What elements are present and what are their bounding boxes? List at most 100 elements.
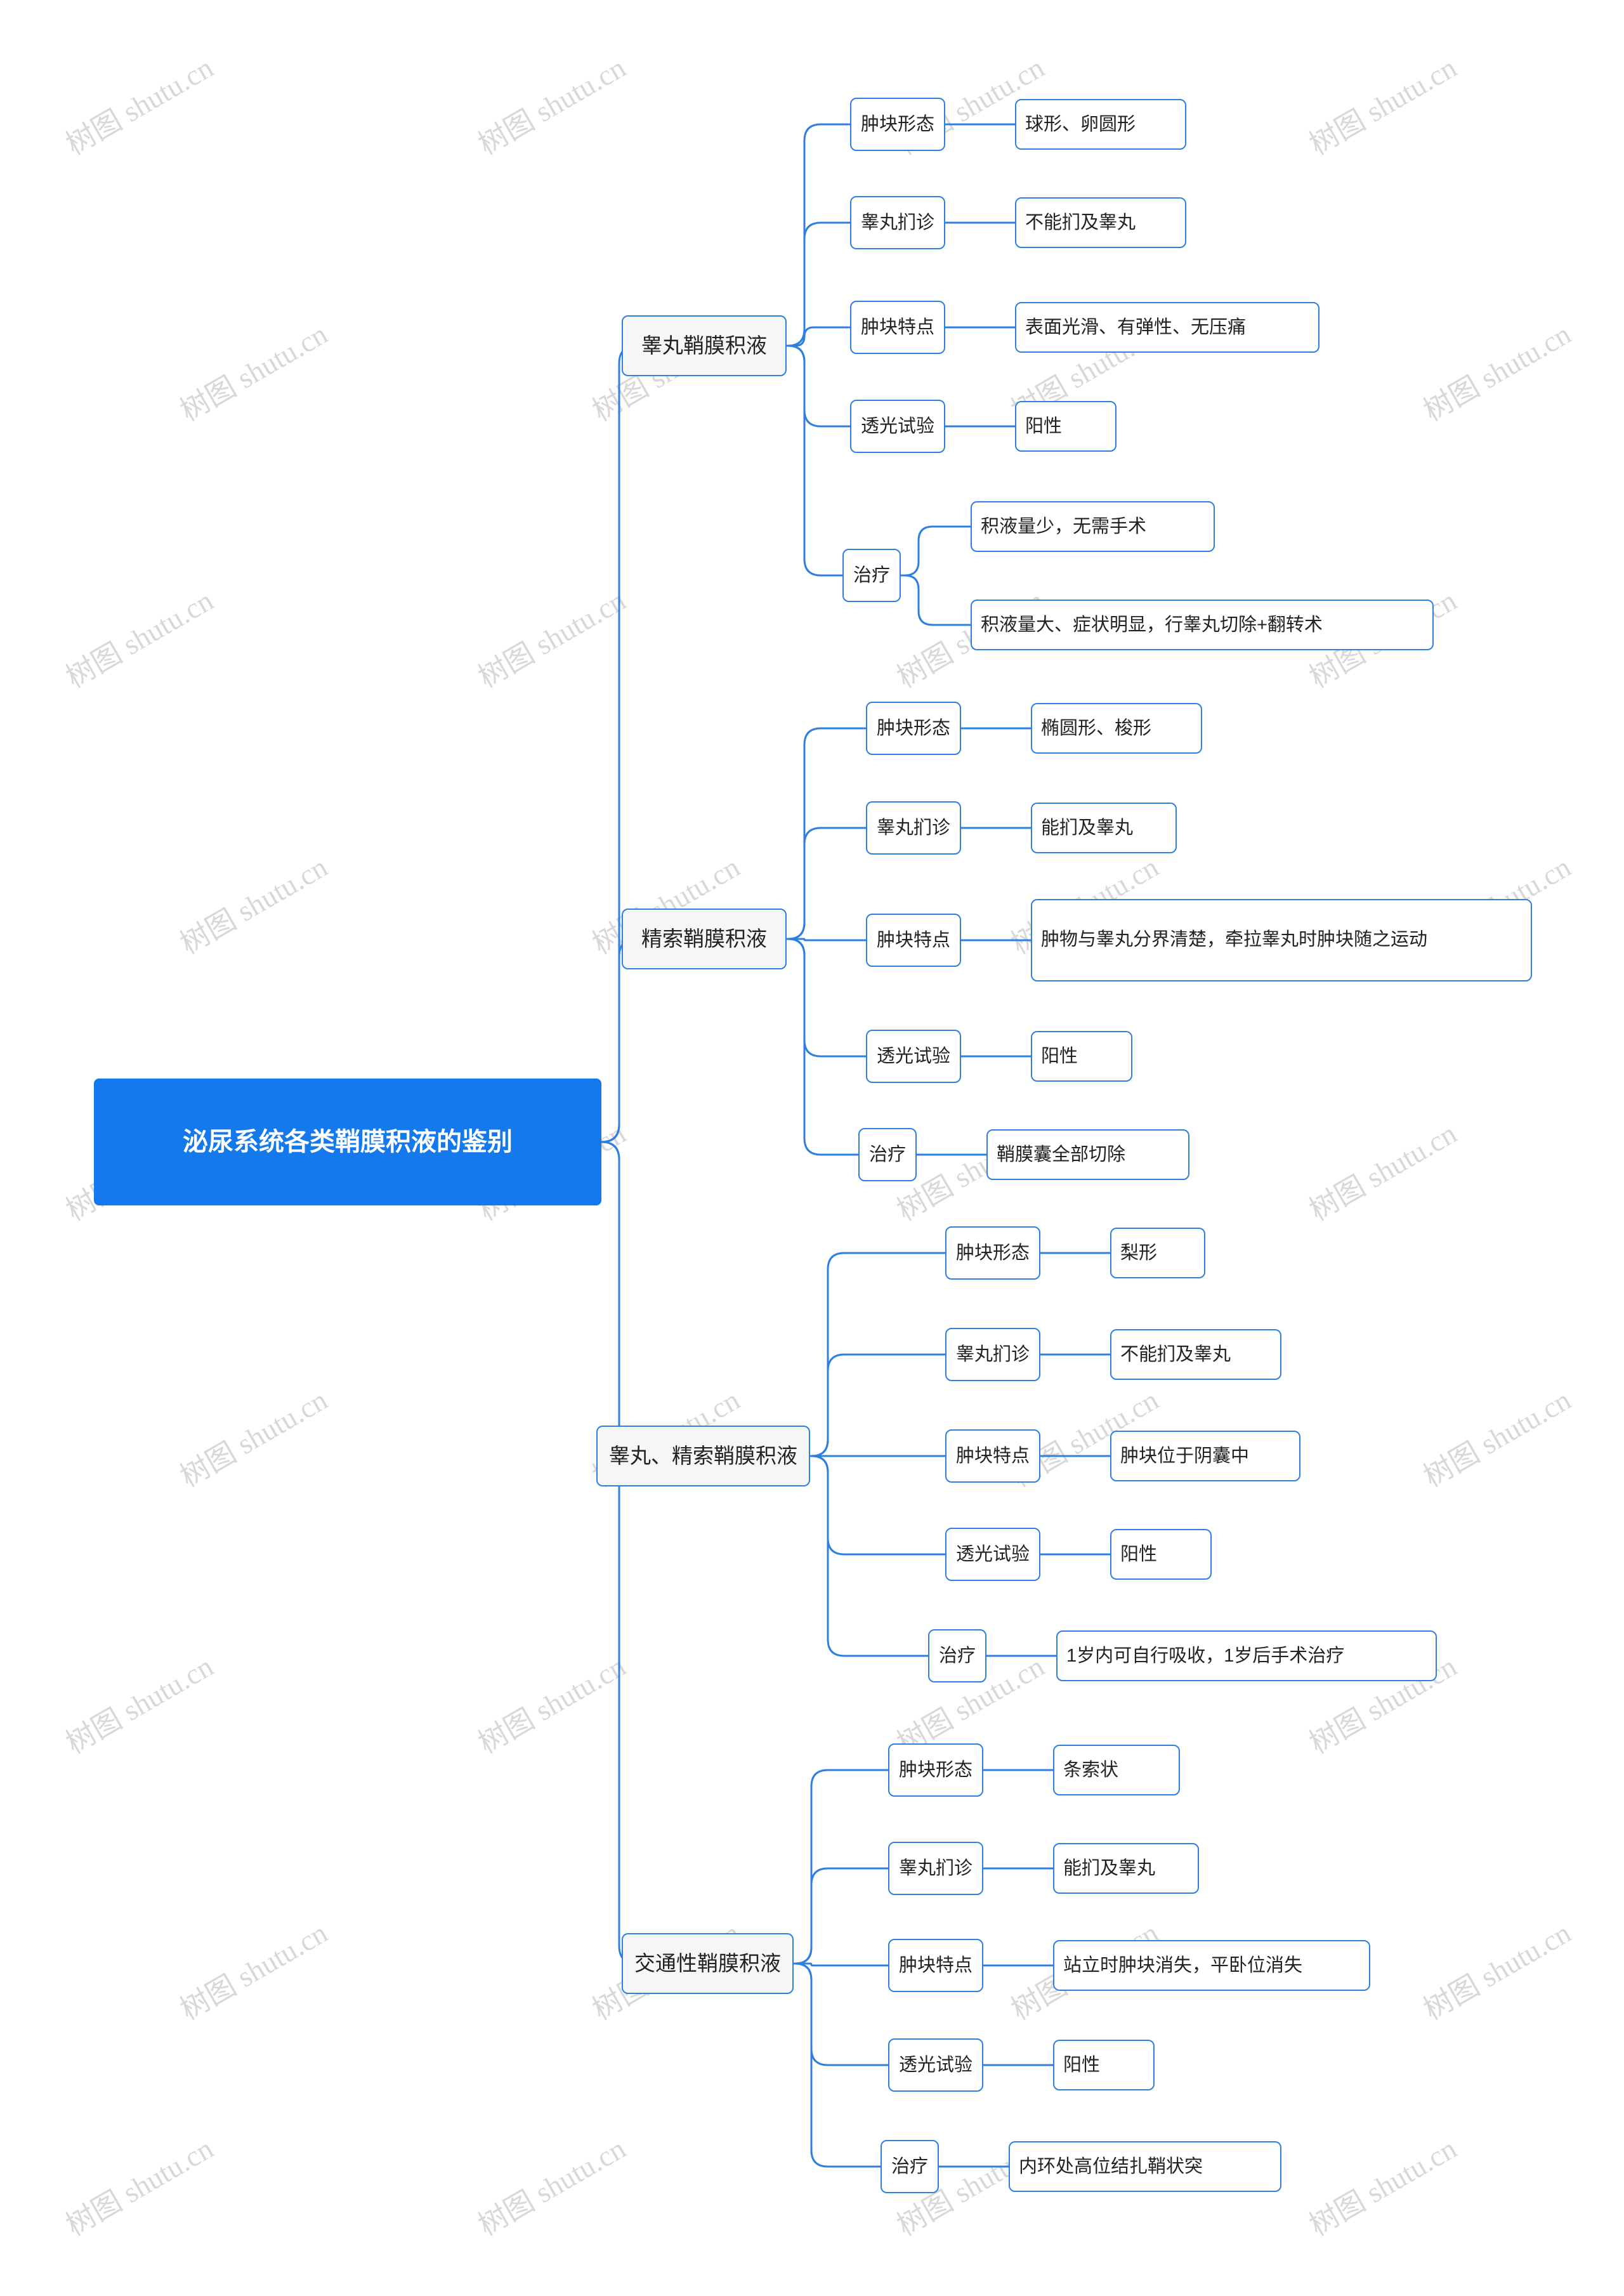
attribute-node-1-2-label: 睾丸扪诊	[860, 212, 934, 233]
watermark-text: 树图 shutu.cn	[174, 850, 333, 961]
watermark-text: 树图 shutu.cn	[1418, 317, 1576, 428]
connector	[787, 344, 850, 428]
category-node-1[interactable]: 睾丸鞘膜积液	[622, 315, 787, 376]
attribute-node-1-1-label: 肿块形态	[860, 114, 934, 134]
root-node[interactable]: 泌尿系统各类鞘膜积液的鉴别	[94, 1079, 601, 1205]
attribute-node-2-3[interactable]: 肿块特点	[866, 914, 961, 967]
category-node-4-label: 交通性鞘膜积液	[634, 1952, 781, 1976]
value-node-2-2[interactable]: 能扪及睾丸	[1031, 803, 1177, 853]
attribute-node-3-4-label: 透光试验	[955, 1544, 1030, 1565]
value-node-2-3[interactable]: 肿物与睾丸分界清楚，牵拉睾丸时肿块随之运动	[1031, 899, 1532, 981]
value-node-3-2[interactable]: 不能扪及睾丸	[1110, 1329, 1281, 1380]
watermark-text: 树图 shutu.cn	[473, 584, 631, 694]
value-node-3-4-label: 阳性	[1120, 1544, 1158, 1565]
attribute-node-1-2[interactable]: 睾丸扪诊	[850, 196, 945, 249]
attribute-node-2-5[interactable]: 治疗	[858, 1128, 917, 1181]
value-node-1-5-1[interactable]: 积液量少，无需手术	[971, 501, 1215, 552]
watermark-text: 树图 shutu.cn	[473, 1650, 631, 1760]
attribute-node-3-3[interactable]: 肿块特点	[945, 1429, 1040, 1483]
value-node-4-3[interactable]: 站立时肿块消失，平卧位消失	[1053, 1940, 1370, 1991]
connector	[810, 1252, 945, 1457]
attribute-node-3-3-label: 肿块特点	[955, 1445, 1030, 1466]
category-node-1-label: 睾丸鞘膜积液	[641, 334, 767, 358]
value-node-1-3[interactable]: 表面光滑、有弹性、无压痛	[1015, 302, 1320, 353]
attribute-node-3-5[interactable]: 治疗	[928, 1629, 986, 1683]
watermark-text: 树图 shutu.cn	[60, 2132, 219, 2242]
value-node-3-5-label: 1岁内可自行吸收，1岁后手术治疗	[1066, 1645, 1345, 1666]
value-node-4-1-label: 条索状	[1063, 1759, 1119, 1780]
attribute-node-2-4[interactable]: 透光试验	[866, 1030, 961, 1083]
attribute-node-2-2[interactable]: 睾丸扪诊	[866, 801, 961, 855]
category-node-3-label: 睾丸、精索鞘膜积液	[609, 1444, 797, 1468]
value-node-4-2[interactable]: 能扪及睾丸	[1053, 1843, 1199, 1894]
value-node-2-4[interactable]: 阳性	[1031, 1031, 1132, 1082]
attribute-node-4-2-label: 睾丸扪诊	[898, 1858, 972, 1879]
value-node-4-5-label: 内环处高位结扎鞘状突	[1019, 2156, 1203, 2177]
attribute-node-4-2[interactable]: 睾丸扪诊	[888, 1842, 983, 1895]
value-node-1-5-2[interactable]: 积液量大、症状明显，行睾丸切除+翻转术	[971, 600, 1434, 650]
attribute-node-3-4[interactable]: 透光试验	[945, 1528, 1040, 1581]
attribute-node-4-4[interactable]: 透光试验	[888, 2038, 983, 2092]
value-node-4-1[interactable]: 条索状	[1053, 1745, 1180, 1795]
connector	[810, 1455, 945, 1556]
value-node-1-1[interactable]: 球形、卵圆形	[1015, 99, 1186, 150]
value-node-3-4[interactable]: 阳性	[1110, 1529, 1212, 1580]
attribute-node-2-5-label: 治疗	[868, 1144, 906, 1165]
connector	[601, 938, 638, 1143]
watermark-text: 树图 shutu.cn	[1418, 1383, 1576, 1493]
attribute-node-4-1[interactable]: 肿块形态	[888, 1743, 983, 1797]
value-node-4-5[interactable]: 内环处高位结扎鞘状突	[1009, 2141, 1281, 2192]
value-node-3-1[interactable]: 梨形	[1110, 1228, 1205, 1278]
connector	[794, 1867, 888, 1965]
attribute-node-1-3[interactable]: 肿块特点	[850, 301, 945, 354]
attribute-node-4-5-label: 治疗	[891, 2156, 928, 2177]
attribute-node-3-1-label: 肿块形态	[955, 1242, 1030, 1263]
connector	[787, 938, 866, 1058]
attribute-node-2-2-label: 睾丸扪诊	[876, 817, 950, 838]
value-node-1-4-label: 阳性	[1025, 416, 1063, 436]
value-node-2-4-label: 阳性	[1041, 1046, 1078, 1066]
value-node-3-3-label: 肿块位于阴囊中	[1120, 1445, 1250, 1466]
value-node-3-3[interactable]: 肿块位于阴囊中	[1110, 1431, 1300, 1481]
attribute-node-1-5[interactable]: 治疗	[842, 549, 901, 602]
attribute-node-4-3[interactable]: 肿块特点	[888, 1939, 983, 1992]
attribute-node-4-5[interactable]: 治疗	[881, 2140, 939, 2193]
value-node-4-3-label: 站立时肿块消失，平卧位消失	[1063, 1955, 1303, 1976]
value-node-1-5-1-label: 积液量少，无需手术	[981, 516, 1147, 537]
connector	[601, 344, 638, 1143]
value-node-3-5[interactable]: 1岁内可自行吸收，1岁后手术治疗	[1056, 1630, 1437, 1681]
attribute-node-3-2[interactable]: 睾丸扪诊	[945, 1328, 1040, 1381]
attribute-node-3-1[interactable]: 肿块形态	[945, 1226, 1040, 1280]
attribute-node-3-5-label: 治疗	[938, 1645, 976, 1666]
attribute-node-4-3-label: 肿块特点	[898, 1955, 972, 1976]
connector	[787, 344, 842, 577]
connector	[787, 938, 866, 941]
connector	[794, 1962, 888, 2066]
attribute-node-1-1[interactable]: 肿块形态	[850, 98, 945, 151]
attribute-node-3-2-label: 睾丸扪诊	[955, 1344, 1030, 1365]
category-node-2[interactable]: 精索鞘膜积液	[622, 909, 787, 969]
connector	[787, 221, 850, 347]
watermark-text: 树图 shutu.cn	[473, 2132, 631, 2242]
attribute-node-1-5-label: 治疗	[853, 565, 890, 586]
connector	[794, 1962, 888, 1967]
value-node-1-2[interactable]: 不能扪及睾丸	[1015, 197, 1186, 248]
value-node-2-5[interactable]: 鞘膜囊全部切除	[986, 1129, 1189, 1180]
attribute-node-1-4[interactable]: 透光试验	[850, 400, 945, 453]
watermark-text: 树图 shutu.cn	[174, 317, 333, 428]
category-node-4[interactable]: 交通性鞘膜积液	[622, 1933, 794, 1994]
attribute-node-1-3-label: 肿块特点	[860, 317, 934, 338]
value-node-1-4[interactable]: 阳性	[1015, 401, 1116, 452]
value-node-4-4[interactable]: 阳性	[1053, 2040, 1155, 2090]
watermark-text: 树图 shutu.cn	[174, 1916, 333, 2026]
watermark-text: 树图 shutu.cn	[1304, 2132, 1462, 2242]
attribute-node-2-1-label: 肿块形态	[876, 718, 950, 738]
value-node-2-1[interactable]: 椭圆形、梭形	[1031, 703, 1202, 754]
category-node-3[interactable]: 睾丸、精索鞘膜积液	[596, 1426, 810, 1486]
connector	[596, 1141, 638, 1457]
connector	[810, 1353, 945, 1457]
attribute-node-2-1[interactable]: 肿块形态	[866, 702, 961, 755]
connector	[787, 727, 866, 940]
value-node-2-1-label: 椭圆形、梭形	[1041, 718, 1152, 738]
